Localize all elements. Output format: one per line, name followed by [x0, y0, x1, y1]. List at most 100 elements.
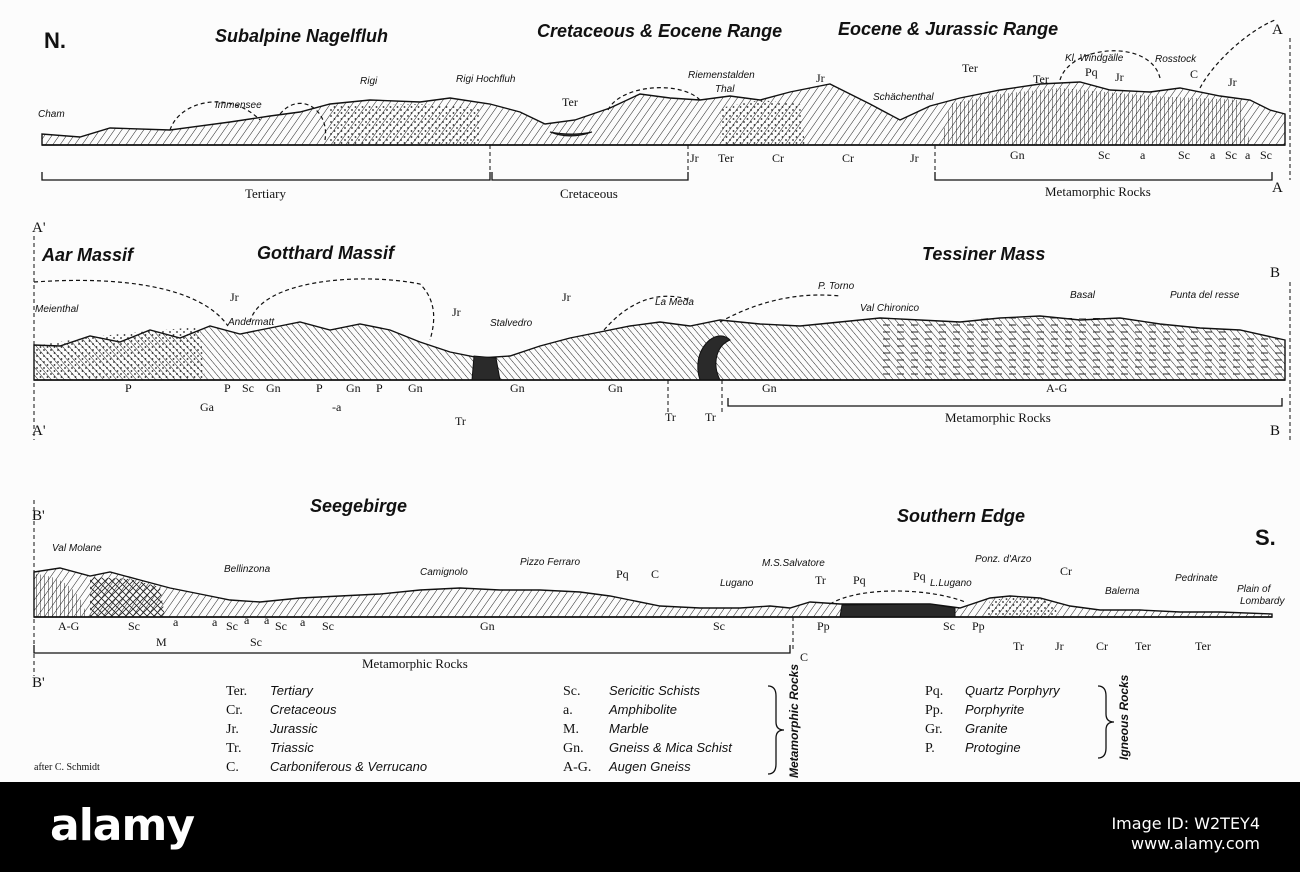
label-below: Pp — [972, 619, 985, 633]
label-below: a — [300, 615, 306, 629]
section-3-title-1: Seegebirge — [310, 496, 407, 516]
label-above: C — [651, 567, 659, 581]
place-pizzo-ferraro: Pizzo Ferraro — [520, 557, 580, 568]
label-above: Pq — [1085, 65, 1098, 79]
legend-name: Protogine — [965, 740, 1021, 755]
label-below: Sc — [275, 619, 287, 633]
label-below: Sc — [943, 619, 955, 633]
label-below: C — [800, 650, 808, 664]
south-label: S. — [1255, 525, 1276, 550]
group-label-metamorphic: Metamorphic Rocks — [945, 410, 1051, 425]
label-below: Cr — [842, 151, 854, 165]
label-below: a — [1245, 148, 1251, 162]
legend-abbr: Sc. — [563, 684, 581, 699]
label-below: a — [1210, 148, 1216, 162]
stock-watermark-bar: alamy Image ID: W2TEY4 www.alamy.com — [0, 782, 1300, 872]
place-lombardy: Lombardy — [1240, 596, 1285, 607]
section-3-cross-section: Seegebirge Southern Edge Val Molane Bell… — [32, 496, 1285, 691]
label-above: Pq — [616, 567, 629, 581]
section-3-dark-fold — [839, 603, 956, 618]
label-above: Jr — [1115, 70, 1124, 84]
label-below: a — [212, 615, 218, 629]
place-kl-windgalle: Kl. Windgälle — [1065, 53, 1124, 64]
place-riemenstalden: Riemenstalden — [688, 70, 755, 81]
section-1-syncline — [549, 131, 593, 137]
label-above: Jr — [230, 290, 239, 304]
label-below: Sc — [322, 619, 334, 633]
section-1-dotted-band — [720, 100, 805, 145]
label-above: C — [1190, 67, 1198, 81]
place-balerna: Balerna — [1105, 586, 1140, 597]
place-punta-del-resse: Punta del resse — [1170, 290, 1240, 301]
group-brace-tertiary — [41, 172, 491, 181]
section-2-dark-fold — [471, 355, 501, 381]
label-below: Gn — [480, 619, 495, 633]
legend-abbr: Ter. — [226, 684, 247, 699]
legend-abbr: Tr. — [226, 741, 241, 756]
label-below: Sc — [1225, 148, 1237, 162]
legend-abbr: Gr. — [925, 722, 943, 737]
label-below: P — [376, 381, 383, 395]
legend-name: Amphibolite — [608, 702, 677, 717]
section-3-fold-outline — [829, 590, 966, 605]
legend-abbr: A-G. — [563, 760, 591, 775]
group-brace-cretaceous — [491, 172, 689, 181]
corner-label-b-prime-bottom: B' — [32, 675, 45, 691]
section-2-cross-section: Aar Massif Gotthard Massif Tessiner Mass… — [32, 220, 1291, 440]
place-val-molane: Val Molane — [52, 543, 102, 554]
legend-name: Tertiary — [270, 683, 314, 698]
label-below: Sc — [250, 635, 262, 649]
legend-name: Augen Gneiss — [608, 759, 691, 774]
place-plain-of: Plain of — [1237, 584, 1272, 595]
label-below: Ter — [1195, 639, 1211, 653]
legend-abbr: Jr. — [226, 722, 239, 737]
place-thal: Thal — [715, 84, 735, 95]
legend-abbr: Gn. — [563, 741, 584, 756]
label-below: Jr — [1055, 639, 1064, 653]
place-p-torno: P. Torno — [818, 281, 855, 292]
label-below: A-G — [58, 619, 80, 633]
section-2-title-2: Gotthard Massif — [257, 243, 396, 263]
label-above: Tr — [815, 573, 826, 587]
group-label-cretaceous: Cretaceous — [560, 186, 618, 201]
site-url: www.alamy.com — [1131, 834, 1260, 853]
place-ms-salvatore: M.S.Salvatore — [762, 558, 825, 569]
group-label-metamorphic: Metamorphic Rocks — [1045, 184, 1151, 199]
label-below: Gn — [266, 381, 281, 395]
corner-label-a-top: A — [1272, 22, 1283, 38]
label-below: Gn — [1010, 148, 1025, 162]
legend-metamorphic-label: Metamorphic Rocks — [787, 664, 801, 778]
group-label-metamorphic: Metamorphic Rocks — [362, 656, 468, 671]
image-id: Image ID: W2TEY4 — [1111, 814, 1260, 833]
place-rigi-hochfluh: Rigi Hochfluh — [456, 74, 516, 85]
label-below: Sc — [1178, 148, 1190, 162]
label-below: Pp — [817, 619, 830, 633]
label-below: Jr — [690, 151, 699, 165]
label-below: a — [173, 615, 179, 629]
section-1-title-1: Subalpine Nagelfluh — [215, 26, 388, 46]
legend-name: Carboniferous & Verrucano — [270, 759, 427, 774]
legend-brace — [767, 685, 785, 775]
legend-abbr: Pp. — [925, 703, 943, 718]
legend-metamorphic: Sc. Sericitic Schists a. Amphibolite M. … — [563, 664, 801, 778]
legend-name: Porphyrite — [965, 702, 1024, 717]
label-above: Pq — [913, 569, 926, 583]
section-3-title-2: Southern Edge — [897, 506, 1025, 526]
label-below: Sc — [242, 381, 254, 395]
section-1-dotted-band — [330, 104, 480, 145]
place-val-chironico: Val Chironico — [860, 303, 920, 314]
label-below: -a — [332, 400, 342, 414]
legend-igneous-label: Igneous Rocks — [1117, 674, 1131, 760]
label-below: Sc — [226, 619, 238, 633]
place-pedrinate: Pedrinate — [1175, 573, 1218, 584]
legend-abbr: C. — [226, 760, 239, 775]
legend-name: Marble — [609, 721, 649, 736]
label-above: Jr — [452, 305, 461, 319]
corner-label-a-bottom: A — [1272, 180, 1283, 196]
label-above: Jr — [1228, 75, 1237, 89]
label-below: A-G — [1046, 381, 1068, 395]
legend-abbr: Cr. — [226, 703, 243, 718]
group-brace-metamorphic — [934, 172, 1273, 181]
place-stalvedro: Stalvedro — [490, 318, 533, 329]
stock-info: Image ID: W2TEY4 www.alamy.com — [1111, 814, 1260, 854]
